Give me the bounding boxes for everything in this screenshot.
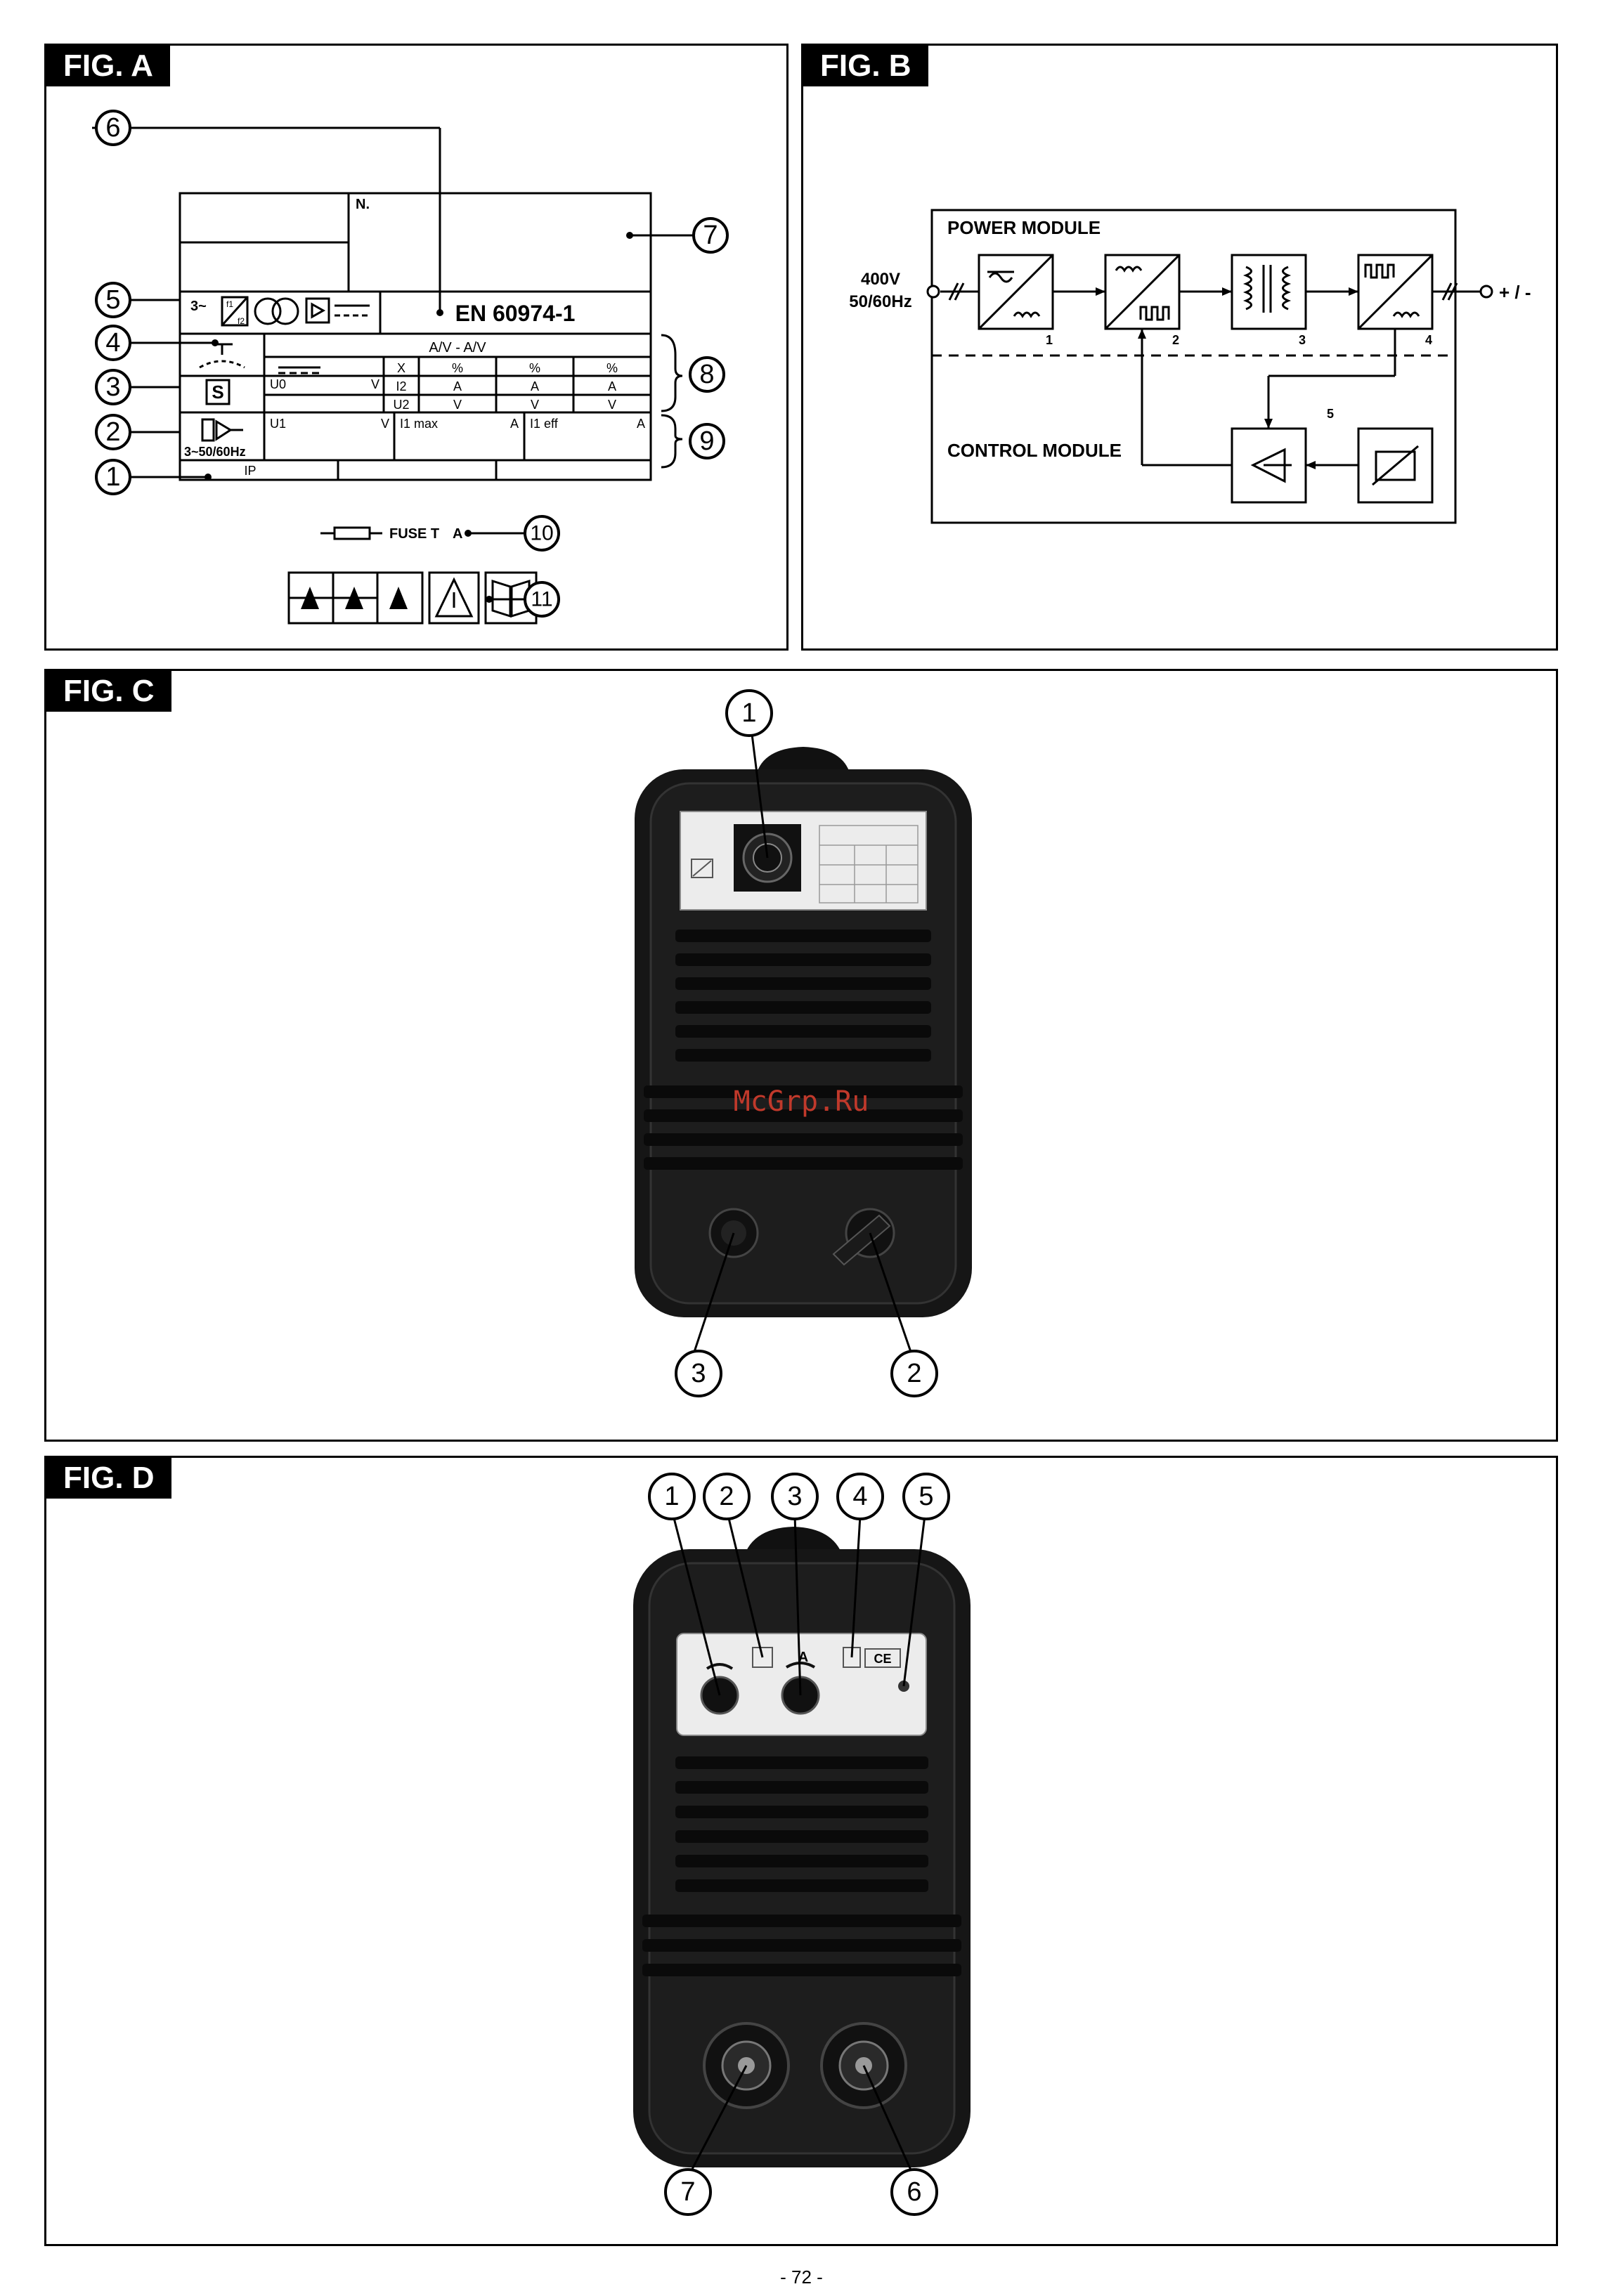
plate-s-mark: S xyxy=(212,381,223,403)
plate-col-x: X xyxy=(397,361,405,375)
plate-amp-2: A xyxy=(531,379,539,393)
callout-a-11: 11 xyxy=(525,582,559,616)
output-polarity: + / - xyxy=(1499,282,1531,303)
input-frequency: 50/60Hz xyxy=(849,292,911,311)
callout-d-7: 7 xyxy=(666,2170,710,2215)
plate-volt-3: V xyxy=(608,398,616,412)
block-diagram: POWER MODULE CONTROL MODULE 400V 50/60Hz… xyxy=(803,46,1560,653)
plate-row-i2: I2 xyxy=(396,379,406,393)
callout-c-1: 1 xyxy=(727,691,772,736)
control-module-label: CONTROL MODULE xyxy=(947,440,1122,461)
svg-text:5: 5 xyxy=(919,1482,933,1511)
input-voltage: 400V xyxy=(861,270,900,289)
callout-d-5: 5 xyxy=(904,1474,949,1519)
svg-text:3: 3 xyxy=(787,1482,802,1511)
page-number: - 72 - xyxy=(0,2266,1603,2288)
callout-d-4: 4 xyxy=(838,1474,883,1519)
svg-text:3: 3 xyxy=(105,372,120,402)
plate-standard: EN 60974-1 xyxy=(455,301,576,326)
svg-text:2: 2 xyxy=(105,417,120,447)
plate-supply: 3~50/60Hz xyxy=(184,445,246,459)
svg-text:7: 7 xyxy=(680,2177,695,2207)
callout-a-5: 5 xyxy=(96,283,130,317)
callout-c-2: 2 xyxy=(892,1351,937,1396)
callout-c-3: 3 xyxy=(676,1351,721,1396)
block-number-2: 2 xyxy=(1172,333,1179,347)
plate-amp-1: A xyxy=(453,379,462,393)
ce-mark: CE xyxy=(874,1652,891,1666)
figure-b-panel: FIG. B xyxy=(801,44,1558,651)
plate-pct-3: % xyxy=(606,361,618,375)
callout-a-6: 6 xyxy=(96,111,130,145)
svg-text:6: 6 xyxy=(907,2177,921,2207)
rating-plate-diagram: N. EN 60974-1 3~ f1 f2 A/V - A/V X % % %… xyxy=(46,46,791,653)
plate-amp-3: A xyxy=(608,379,616,393)
plate-pct-2: % xyxy=(529,361,540,375)
plate-pct-1: % xyxy=(452,361,463,375)
svg-text:1: 1 xyxy=(741,698,756,728)
block-number-1: 1 xyxy=(1046,333,1053,347)
plate-inverter-sub-2: f2 xyxy=(238,316,245,326)
svg-text:1: 1 xyxy=(664,1482,679,1511)
fuse-label: FUSE T xyxy=(389,526,439,542)
welder-rear-view: 1 3 2 xyxy=(46,671,1560,1444)
svg-text:6: 6 xyxy=(105,113,120,143)
figure-d-panel: FIG. D A CE xyxy=(44,1456,1558,2246)
plate-i1eff: I1 eff xyxy=(530,417,559,431)
svg-text:10: 10 xyxy=(530,522,553,545)
plate-row-u2: U2 xyxy=(393,398,409,412)
svg-text:11: 11 xyxy=(531,588,552,611)
plate-u1-unit: V xyxy=(381,417,389,431)
plate-phase-symbol: 3~ xyxy=(190,299,207,314)
svg-text:8: 8 xyxy=(699,360,714,389)
callout-a-9: 9 xyxy=(690,424,724,458)
callout-a-4: 4 xyxy=(96,326,130,360)
svg-text:4: 4 xyxy=(852,1482,867,1511)
watermark: McGrp.Ru xyxy=(703,1085,900,1118)
callout-d-6: 6 xyxy=(892,2170,937,2215)
callout-a-2: 2 xyxy=(96,415,130,449)
callout-d-3: 3 xyxy=(772,1474,817,1519)
svg-text:2: 2 xyxy=(907,1359,921,1388)
plate-volt-2: V xyxy=(531,398,539,412)
callout-a-10: 10 xyxy=(525,516,559,550)
plate-volt-1: V xyxy=(453,398,462,412)
power-module-label: POWER MODULE xyxy=(947,217,1101,238)
svg-text:2: 2 xyxy=(719,1482,734,1511)
callout-d-1: 1 xyxy=(649,1474,694,1519)
callout-a-1: 1 xyxy=(96,460,130,494)
block-number-4: 4 xyxy=(1425,333,1432,347)
plate-u0-unit: V xyxy=(371,377,379,391)
plate-u0: U0 xyxy=(270,377,286,391)
plate-protection: IP xyxy=(244,464,256,478)
plate-serial-number: N. xyxy=(356,197,370,212)
svg-text:4: 4 xyxy=(105,328,120,358)
plate-i1max: I1 max xyxy=(400,417,438,431)
callout-a-7: 7 xyxy=(694,218,727,252)
callout-d-2: 2 xyxy=(704,1474,749,1519)
plate-i1max-unit: A xyxy=(510,417,519,431)
svg-text:9: 9 xyxy=(699,426,714,456)
callout-a-8: 8 xyxy=(690,358,724,391)
fuse-unit: A xyxy=(453,526,462,542)
plate-i1eff-unit: A xyxy=(637,417,645,431)
svg-text:3: 3 xyxy=(691,1359,706,1388)
plate-current-range: A/V - A/V xyxy=(429,340,486,356)
plate-u1: U1 xyxy=(270,417,286,431)
svg-text:7: 7 xyxy=(703,221,718,250)
block-number-3: 3 xyxy=(1299,333,1306,347)
svg-text:5: 5 xyxy=(105,285,120,315)
figure-a-panel: FIG. A xyxy=(44,44,788,651)
svg-text:1: 1 xyxy=(105,462,120,492)
callout-a-3: 3 xyxy=(96,370,130,404)
figure-c-panel: FIG. C xyxy=(44,669,1558,1442)
welder-front-view: A CE 1 2 xyxy=(46,1458,1560,2248)
plate-inverter-sub-1: f1 xyxy=(226,299,233,309)
block-number-5: 5 xyxy=(1327,407,1334,421)
